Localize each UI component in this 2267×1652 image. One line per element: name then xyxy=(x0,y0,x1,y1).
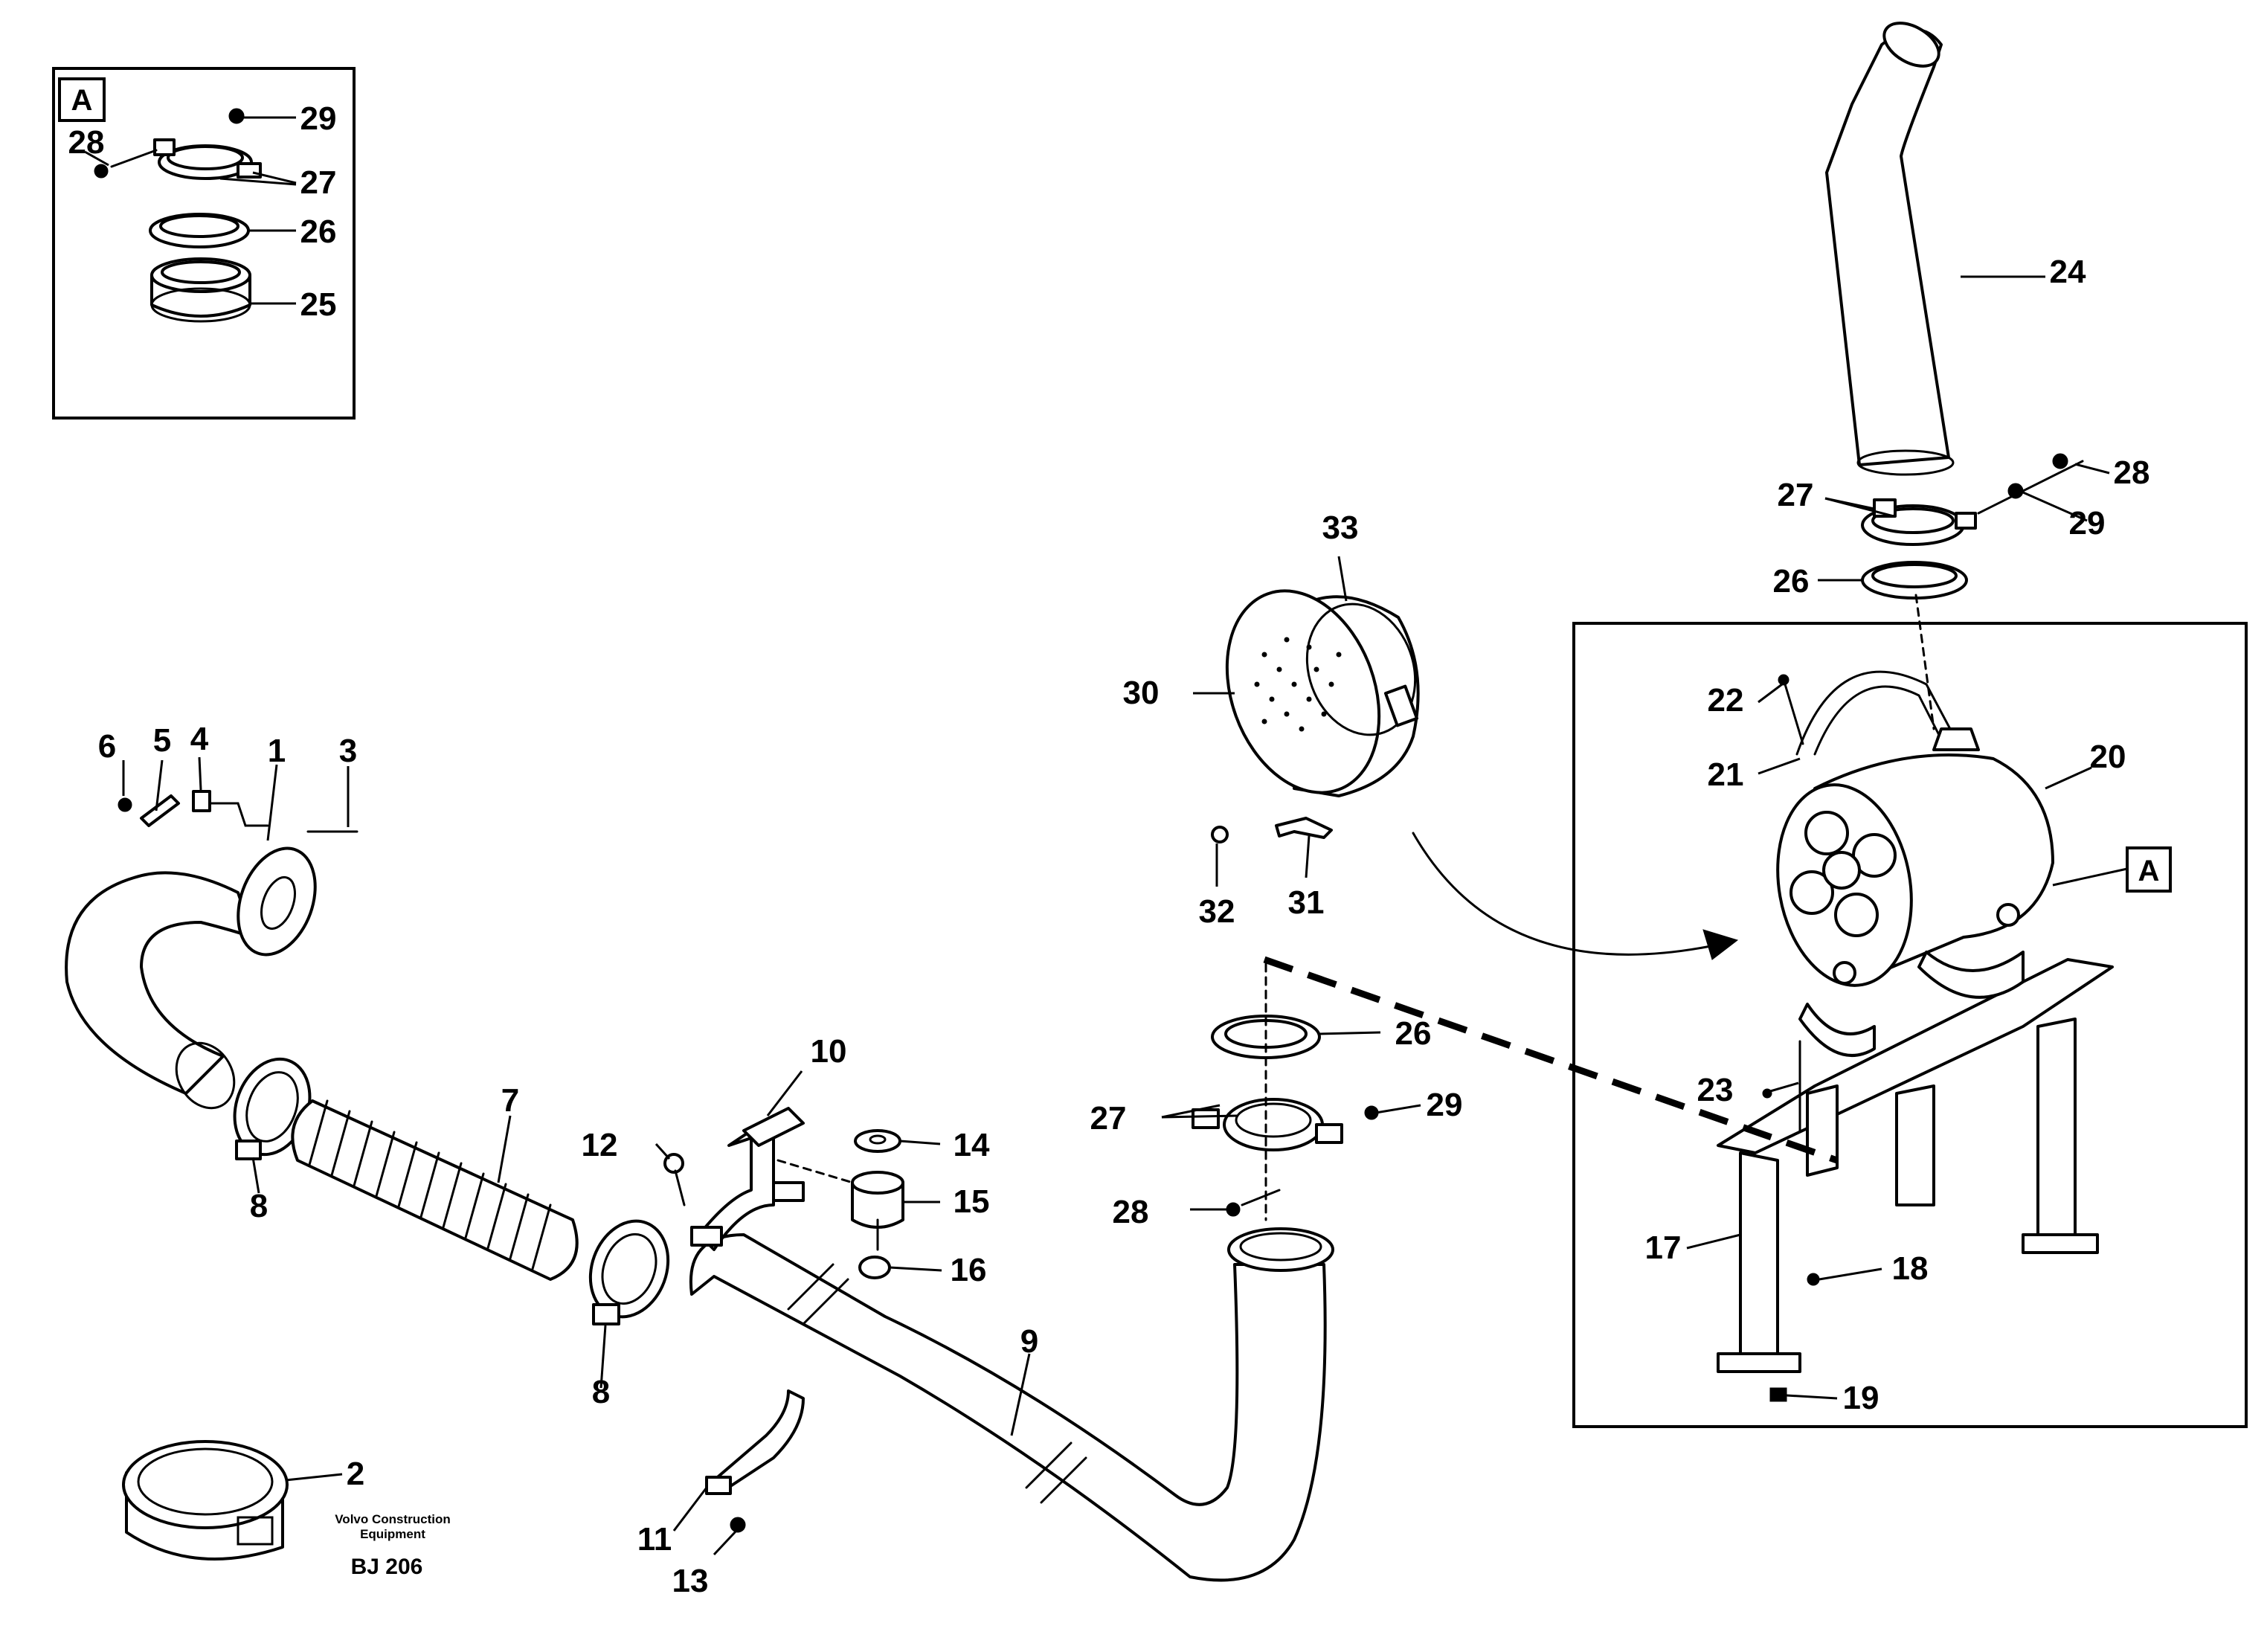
label-3: 3 xyxy=(339,733,357,769)
label-18: 18 xyxy=(1892,1250,1929,1287)
label-inset-25: 25 xyxy=(300,286,337,323)
label-8-left: 8 xyxy=(250,1188,268,1224)
elbow-pipe-1 xyxy=(65,790,358,1110)
label-4: 4 xyxy=(190,721,209,757)
label-14: 14 xyxy=(954,1127,990,1163)
label-7: 7 xyxy=(501,1082,519,1119)
rubber-mount-15 xyxy=(851,1171,904,1251)
inset-sleeve-25 xyxy=(150,257,251,323)
label-20: 20 xyxy=(2090,739,2126,775)
drawing-reference: BJ 206 xyxy=(351,1555,423,1579)
leader-lines xyxy=(122,275,2110,1556)
label-17: 17 xyxy=(1645,1230,1682,1266)
top-clamp-27 xyxy=(1861,453,2084,546)
label-32: 32 xyxy=(1199,893,1235,930)
label-26-top: 26 xyxy=(1773,563,1810,600)
label-28-mid: 28 xyxy=(1113,1194,1149,1230)
label-inset-27: 27 xyxy=(300,164,337,201)
clamp-8-left xyxy=(233,1057,312,1160)
brand-line-2: Equipment xyxy=(360,1527,425,1541)
label-22: 22 xyxy=(1708,682,1744,719)
silencer-assembly-box: A xyxy=(1572,622,2248,1428)
bolt-12 xyxy=(663,1153,686,1206)
callout-a-letter: A xyxy=(2138,855,2160,887)
label-27-top: 27 xyxy=(1778,477,1814,513)
washer-14 xyxy=(854,1129,901,1153)
exhaust-stack-24 xyxy=(1825,22,1955,476)
label-33: 33 xyxy=(1322,510,1359,546)
label-inset-29: 29 xyxy=(300,100,337,137)
label-23: 23 xyxy=(1697,1072,1734,1108)
cover-30 xyxy=(1225,589,1420,797)
detail-a-letter: A xyxy=(71,84,93,117)
label-16: 16 xyxy=(951,1252,987,1288)
flex-hose-7 xyxy=(291,1099,579,1281)
top-ring-26 xyxy=(1861,561,1968,600)
label-2: 2 xyxy=(347,1456,364,1492)
brand-line-1: Volvo Construction xyxy=(335,1512,451,1526)
detail-a-inset: A xyxy=(52,67,356,420)
inset-ring-26 xyxy=(149,213,250,248)
nut-16 xyxy=(858,1256,891,1279)
label-9: 9 xyxy=(1020,1323,1038,1360)
sealant-can-2 xyxy=(122,1440,289,1561)
inset-clamp-27 xyxy=(94,108,262,180)
exhaust-pipe-9 xyxy=(689,1227,1334,1582)
label-6: 6 xyxy=(98,728,116,765)
label-30: 30 xyxy=(1123,675,1160,711)
label-5: 5 xyxy=(153,722,171,759)
label-8-right: 8 xyxy=(592,1374,610,1410)
label-26-mid: 26 xyxy=(1395,1015,1432,1052)
clamp-8-right xyxy=(588,1219,670,1325)
label-31: 31 xyxy=(1288,884,1325,921)
label-10: 10 xyxy=(811,1033,847,1070)
clip-11 xyxy=(705,1389,805,1533)
label-12: 12 xyxy=(582,1127,618,1163)
label-29-top: 29 xyxy=(2069,505,2106,541)
label-27-mid: 27 xyxy=(1090,1100,1127,1137)
label-28-top: 28 xyxy=(2114,454,2150,491)
label-29-mid: 29 xyxy=(1427,1087,1463,1123)
label-21: 21 xyxy=(1708,756,1744,793)
label-19: 19 xyxy=(1843,1380,1879,1416)
label-1: 1 xyxy=(268,733,286,769)
direction-arrow xyxy=(1412,832,1739,960)
bracket-10 xyxy=(690,1107,879,1251)
label-inset-26: 26 xyxy=(300,213,337,250)
label-15: 15 xyxy=(954,1183,990,1220)
bracket-31 xyxy=(1211,817,1333,843)
label-inset-28: 28 xyxy=(68,124,105,161)
label-24: 24 xyxy=(2050,254,2086,290)
label-11: 11 xyxy=(637,1521,672,1558)
label-13: 13 xyxy=(672,1563,709,1599)
part-number-labels: 29 28 27 26 25 24 28 27 29 26 33 30 22 2… xyxy=(68,100,2150,1599)
